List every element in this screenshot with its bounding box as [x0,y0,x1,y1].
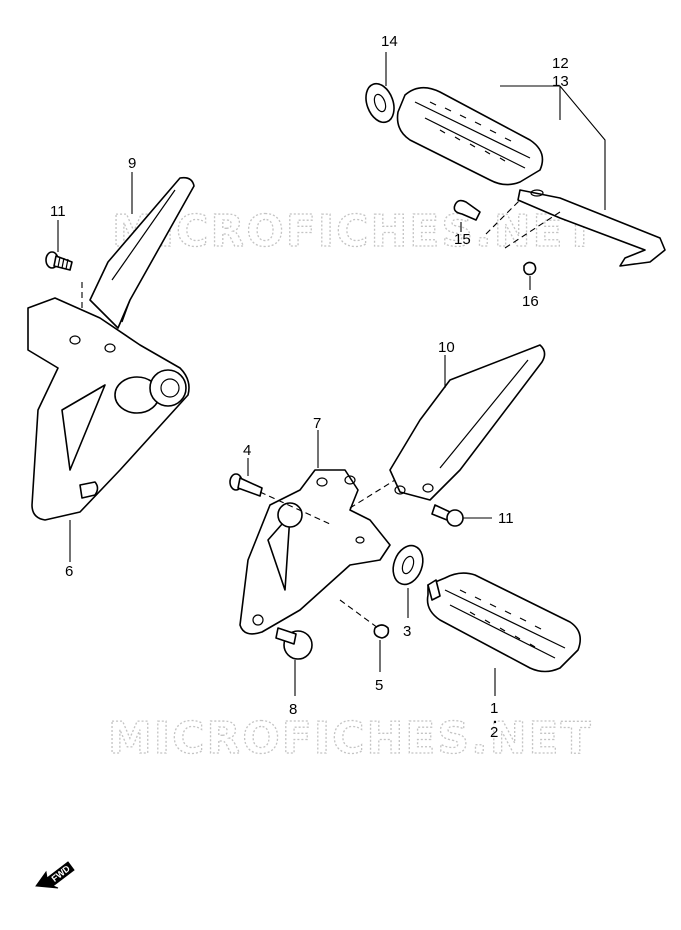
callout-11-left: 11 [50,203,66,220]
callout-11-right: 11 [498,510,514,527]
assembly-line-pin-15 [485,199,521,235]
pin-part-15 [453,199,481,221]
footrest-bracket-part-7 [239,469,391,635]
leader-12-13 [500,85,606,210]
heel-guard-part-10 [389,344,546,501]
heel-guard-part-9 [89,176,195,329]
callout-8: 8 [289,701,297,718]
watermark-top: MICROFICHES.NET [112,206,597,257]
washer-part-14 [365,82,395,124]
assembly-line-bolt-4 [259,491,331,525]
arrow-icon [35,861,75,889]
callout-1: 1 [490,700,498,717]
callout-16: 16 [522,293,539,310]
callout-15: 15 [454,231,471,248]
callout-2: 2 [490,724,498,741]
bolt-part-11-left [45,251,73,271]
assembly-line-clip-5 [339,599,379,629]
callout-13: 13 [552,73,569,90]
callout-5: 5 [375,677,383,694]
forward-direction-arrow: FWD [35,861,75,889]
watermark-bottom: MICROFICHES.NET [108,713,593,764]
callout-3: 3 [403,623,411,640]
callout-12: 12 [552,55,569,72]
callout-1-2-separator [493,720,497,724]
bolt-part-8 [275,627,313,660]
front-footrest-part-1-2 [426,572,581,673]
assembly-line-bracket-10 [349,479,396,509]
callout-10: 10 [438,339,455,356]
assembly-line-clip-16 [504,211,561,249]
rear-footrest-part-12-13 [396,86,666,267]
callout-9: 9 [128,155,136,172]
clip-part-16 [523,261,537,276]
bolt-part-11-right [431,504,464,527]
callout-14: 14 [381,33,398,50]
callout-7: 7 [313,415,321,432]
bolt-part-4 [229,473,263,497]
footrest-bracket-part-6 [27,297,190,521]
callout-6: 6 [65,563,73,580]
washer-part-3 [392,544,424,586]
callout-4: 4 [243,442,251,459]
clip-part-5 [373,624,390,639]
